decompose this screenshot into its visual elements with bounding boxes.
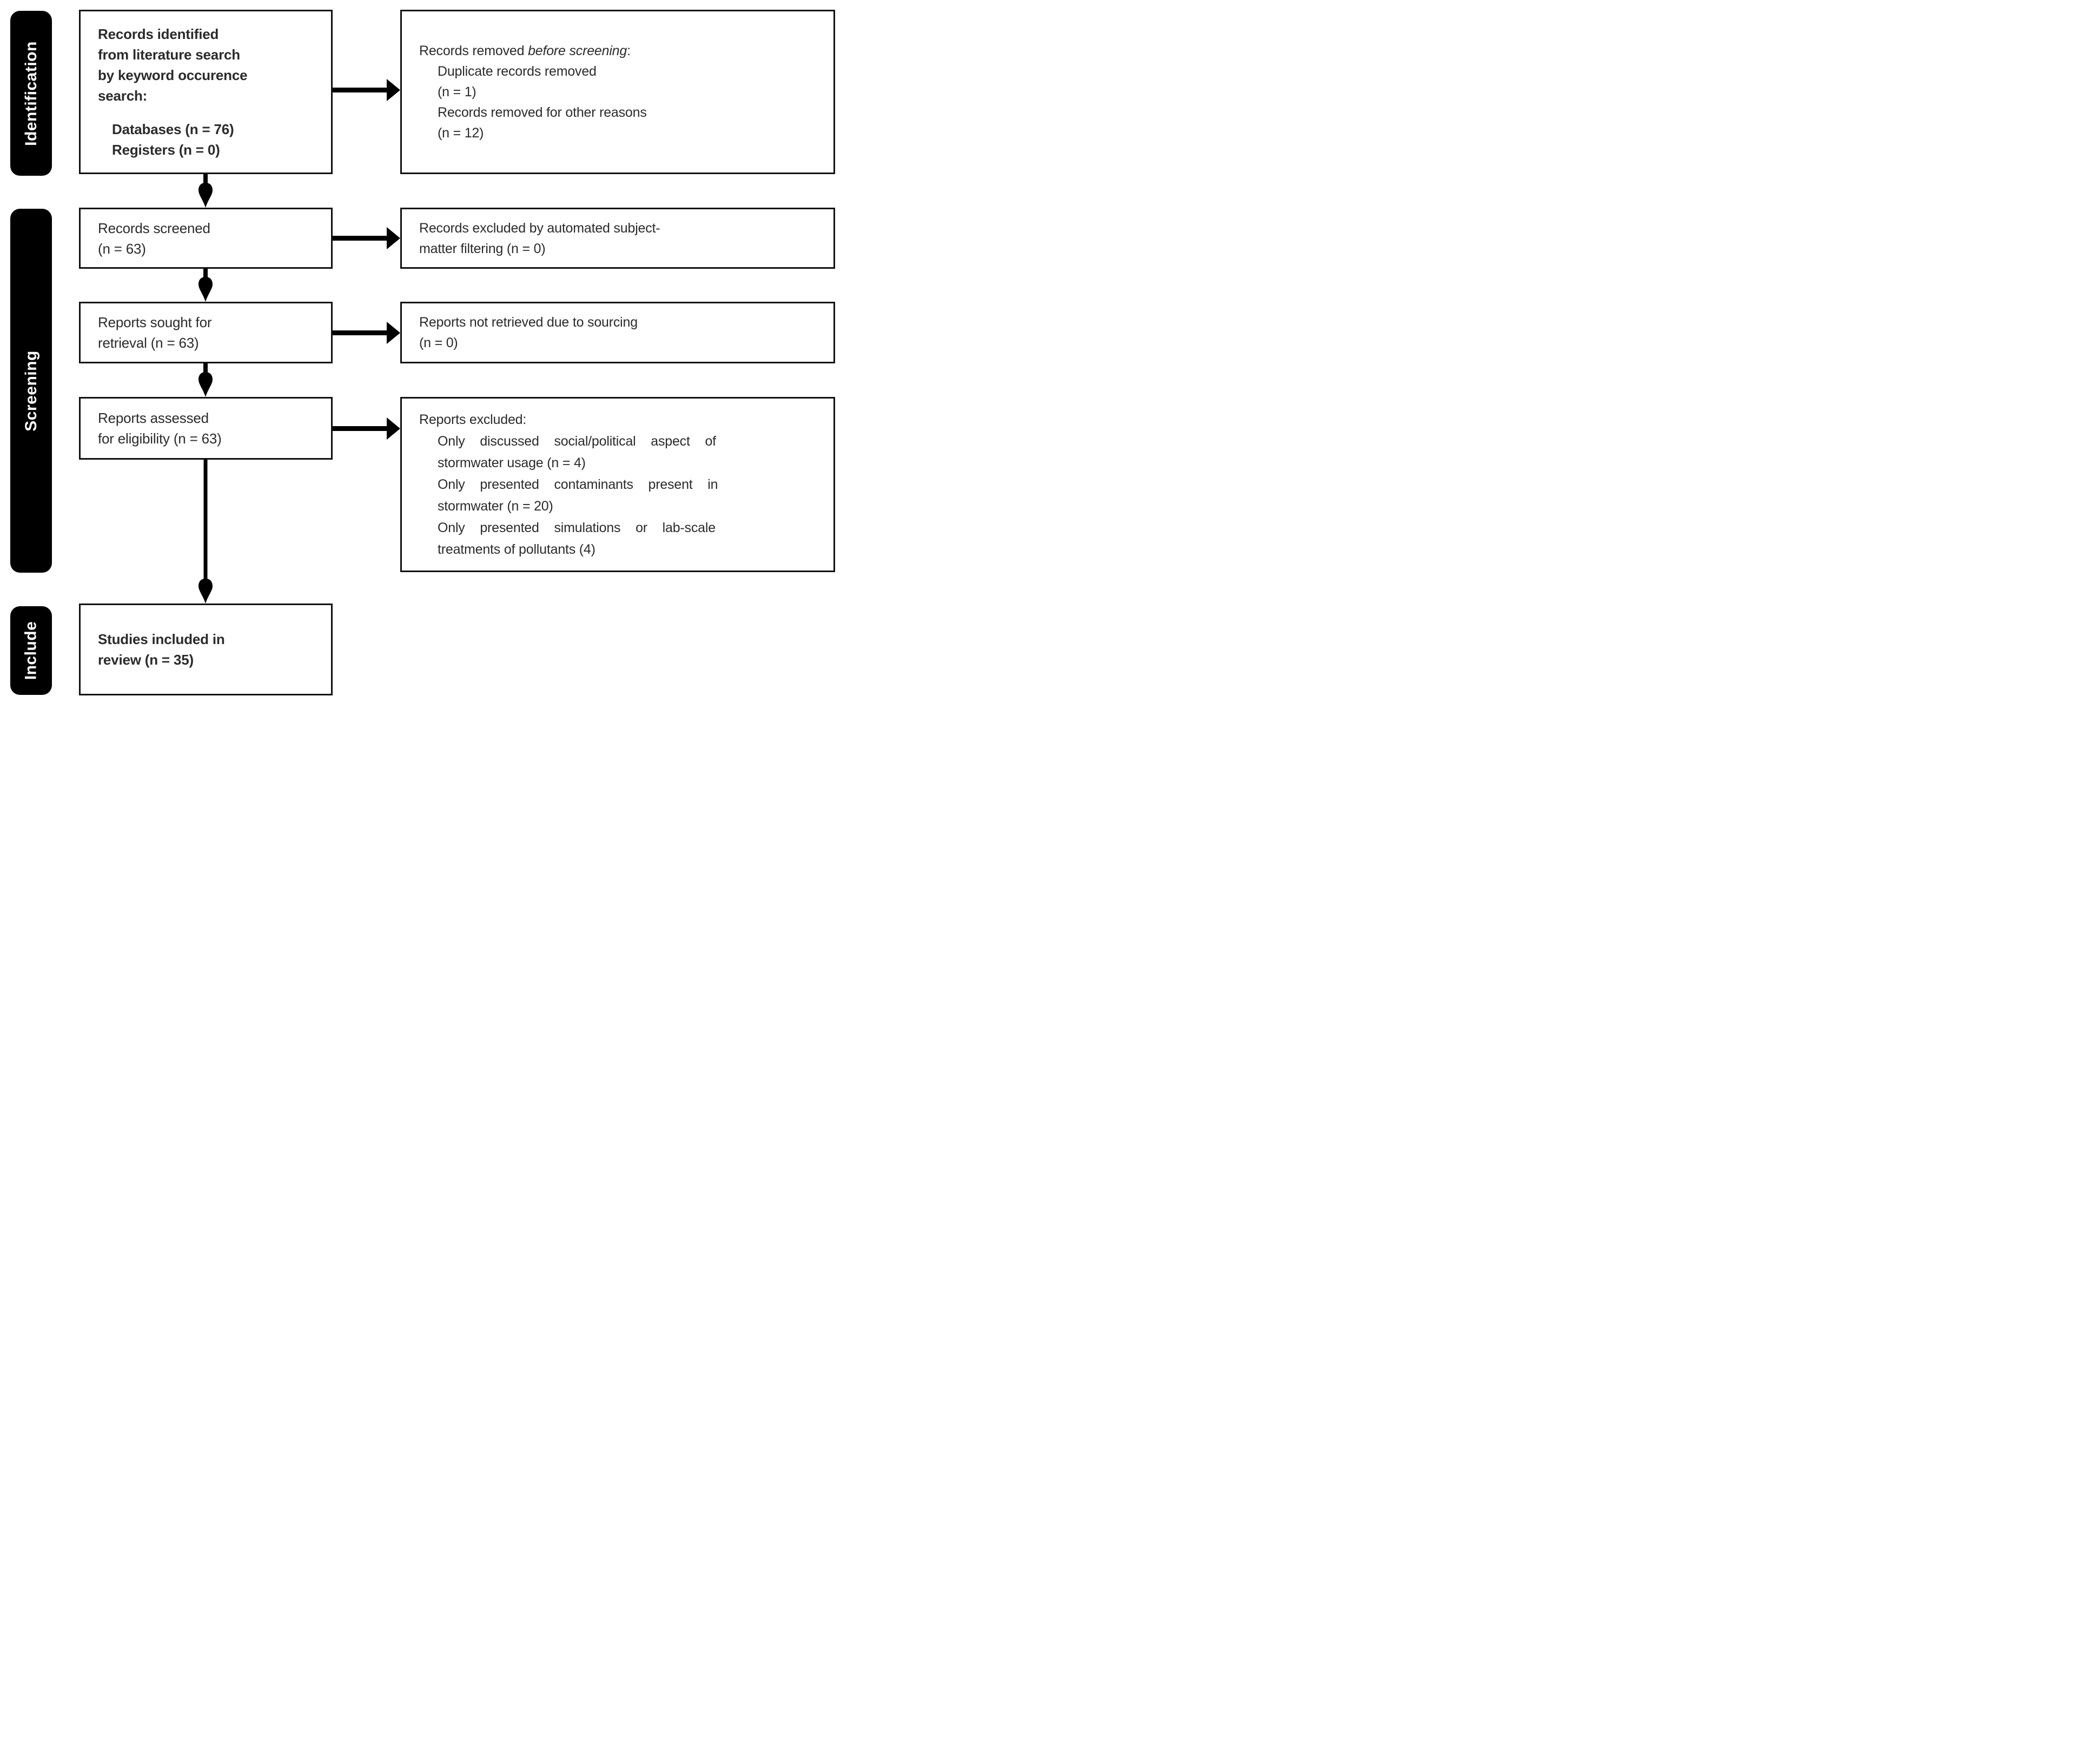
arrow-assessed-to-included xyxy=(195,460,216,604)
records-removed-item: (n = 1) xyxy=(438,84,476,100)
spacer xyxy=(98,106,323,119)
records-screened-line: Records screened xyxy=(98,220,210,236)
records-removed-title: Records removed before screening: xyxy=(419,43,631,58)
studies-included-line: Studies included in xyxy=(98,631,225,647)
records-identified-line: Records identified xyxy=(98,26,219,42)
records-removed-item: Duplicate records removed xyxy=(438,64,597,79)
box-reports-not-retrieved: Reports not retrieved due to sourcing (n… xyxy=(400,302,835,363)
arrow-sought-to-not-retrieved xyxy=(333,321,400,344)
box-studies-included: Studies included in review (n = 35) xyxy=(79,604,333,695)
stage-include-label: Include xyxy=(22,621,40,680)
records-identified-line: by keyword occurence xyxy=(98,67,248,83)
arrow-assessed-to-excluded xyxy=(333,416,400,440)
box-records-identified: Records identified from literature searc… xyxy=(79,10,333,174)
arrow-sought-to-assessed xyxy=(195,363,216,397)
records-removed-title-italic: before screening xyxy=(528,43,627,58)
reports-excluded-reason: Only presented contaminants present in xyxy=(438,477,718,492)
records-excluded-auto-line: matter filtering (n = 0) xyxy=(419,241,546,256)
box-records-screened: Records screened (n = 63) xyxy=(79,208,333,269)
arrow-screened-to-sought xyxy=(195,269,216,302)
arrow-screened-to-excluded xyxy=(333,226,400,250)
reports-excluded-reason: Only discussed social/political aspect o… xyxy=(438,434,716,449)
reports-sought-line: retrieval (n = 63) xyxy=(98,335,199,351)
stage-identification-label: Identification xyxy=(22,41,40,146)
records-identified-registers: Registers (n = 0) xyxy=(112,142,220,158)
records-identified-databases: Databases (n = 76) xyxy=(112,121,234,137)
box-reports-sought: Reports sought for retrieval (n = 63) xyxy=(79,302,333,363)
arrow-identified-to-screened xyxy=(195,174,216,208)
box-records-excluded-auto: Records excluded by automated subject- m… xyxy=(400,208,835,269)
records-identified-line: from literature search xyxy=(98,47,240,63)
reports-sought-line: Reports sought for xyxy=(98,314,212,330)
stage-include: Include xyxy=(10,606,52,695)
box-reports-excluded: Reports excluded: Only discussed social/… xyxy=(400,397,835,572)
records-removed-item: Records removed for other reasons xyxy=(438,105,647,120)
arrow-identified-to-removed xyxy=(333,78,400,102)
reports-assessed-line: Reports assessed xyxy=(98,410,209,426)
records-identified-line: search: xyxy=(98,88,148,104)
reports-excluded-reason: treatments of pollutants (4) xyxy=(438,542,595,557)
records-excluded-auto-line: Records excluded by automated subject- xyxy=(419,220,660,236)
records-screened-line: (n = 63) xyxy=(98,240,146,257)
records-removed-item: (n = 12) xyxy=(438,125,484,141)
prisma-flow-diagram: Identification Screening Include Records… xyxy=(0,0,839,706)
stage-identification: Identification xyxy=(10,11,52,176)
reports-not-retrieved-line: Reports not retrieved due to sourcing xyxy=(419,315,638,330)
box-reports-assessed: Reports assessed for eligibility (n = 63… xyxy=(79,397,333,460)
stage-screening: Screening xyxy=(10,209,52,573)
reports-excluded-reason: Only presented simulations or lab-scale xyxy=(438,520,716,535)
box-records-removed: Records removed before screening: Duplic… xyxy=(400,10,835,174)
stage-screening-label: Screening xyxy=(22,350,40,432)
reports-not-retrieved-line: (n = 0) xyxy=(419,335,458,350)
reports-assessed-line: for eligibility (n = 63) xyxy=(98,430,222,447)
reports-excluded-reason: stormwater (n = 20) xyxy=(438,499,553,514)
reports-excluded-reason: stormwater usage (n = 4) xyxy=(438,455,586,470)
studies-included-line: review (n = 35) xyxy=(98,652,194,668)
reports-excluded-title: Reports excluded: xyxy=(419,412,527,427)
